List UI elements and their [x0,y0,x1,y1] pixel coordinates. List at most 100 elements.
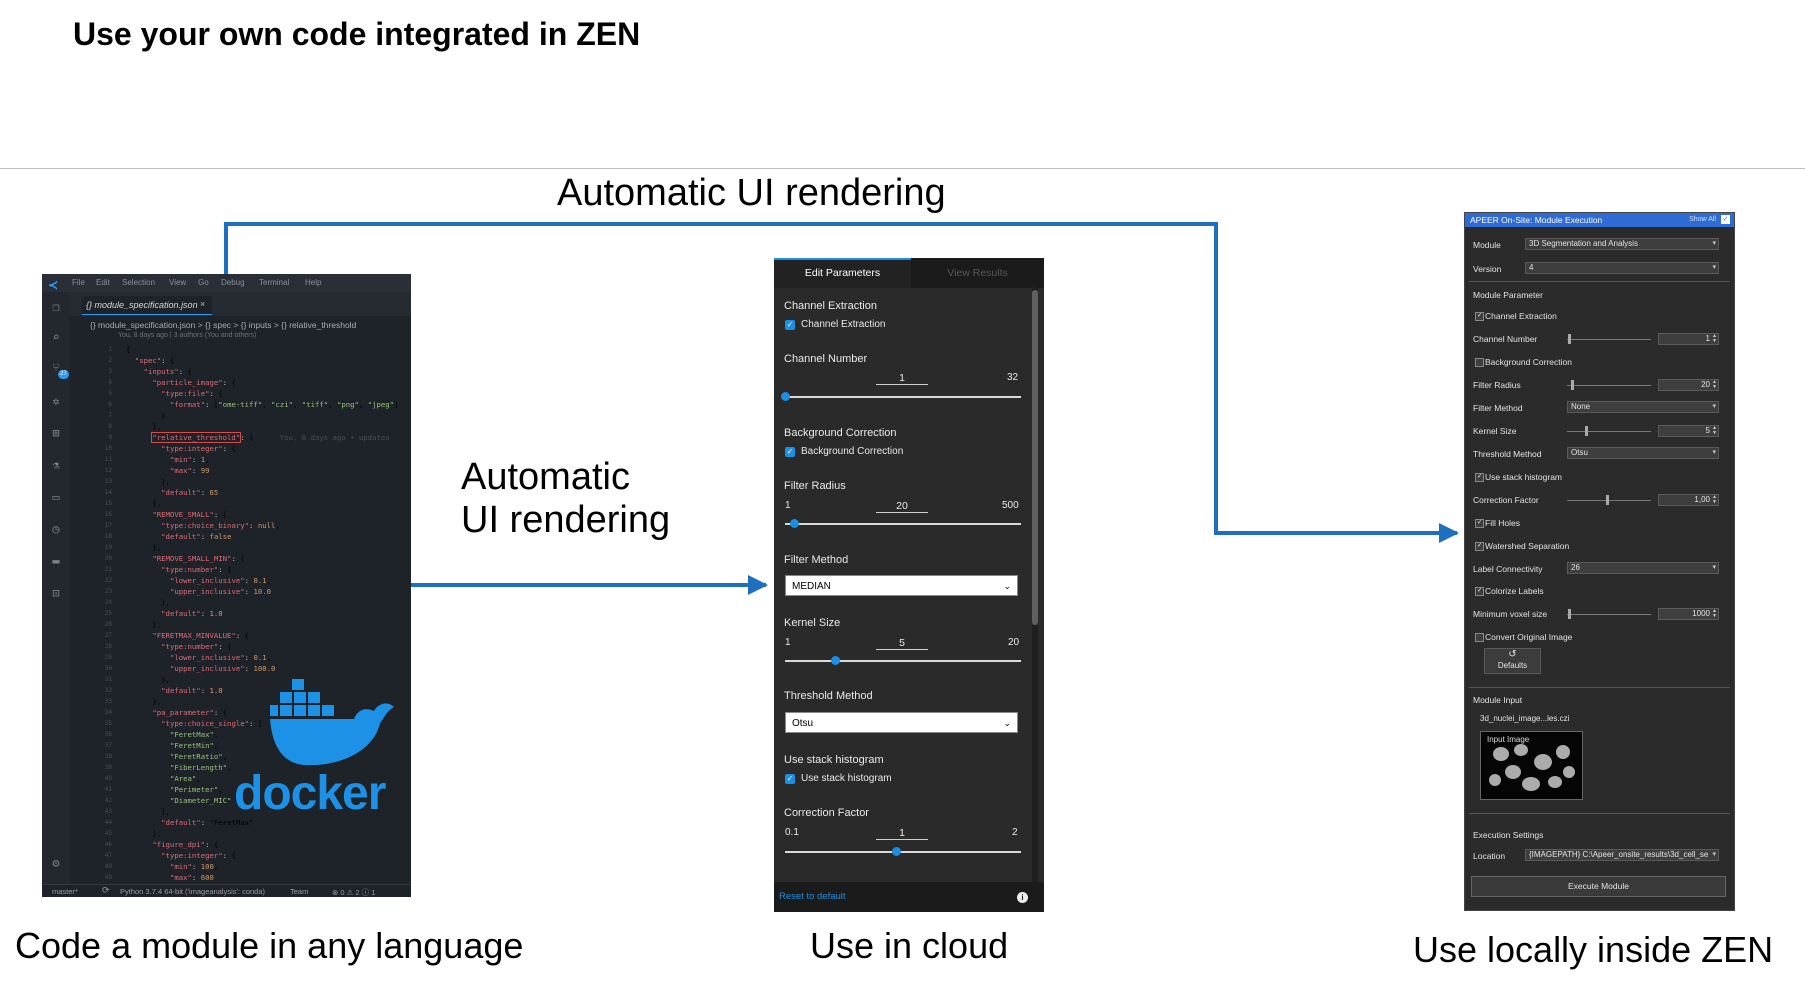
threshold-method-select[interactable]: Otsu ⌄ [785,712,1018,733]
input-image-thumbnail[interactable]: Input Image [1480,731,1583,800]
code-line[interactable]: 23 "upper_inclusive": 10.0 [70,586,411,597]
code-line[interactable]: 2 "spec": { [70,355,411,366]
version-select[interactable]: 4▾ [1525,262,1719,274]
menu-terminal[interactable]: Terminal [259,278,290,287]
use-stack-histogram-checkbox[interactable]: ✓ [785,774,795,784]
menu-selection[interactable]: Selection [122,278,155,287]
channel-number-knob[interactable] [1568,334,1571,344]
explorer-icon[interactable]: ❐ [52,300,60,314]
filter-radius-slider[interactable] [785,523,1021,525]
kernel-size-input[interactable]: 5 [876,637,928,650]
code-line[interactable]: 26 }, [70,619,411,630]
convert-original-checkbox[interactable] [1475,633,1484,642]
spin-arrows-icon[interactable]: ▲▼ [1712,425,1717,436]
fill-holes-checkbox[interactable]: ✓ [1475,519,1484,528]
code-line[interactable]: 21 "type:number": { [70,564,411,575]
channel-number-spinbox[interactable]: 1▲▼ [1658,333,1719,345]
code-line[interactable]: 47 "type:integer": { [70,850,411,861]
code-line[interactable]: 28 "type:number": { [70,641,411,652]
defaults-button[interactable]: ↺ Defaults [1484,648,1541,674]
code-line[interactable]: 22 "lower_inclusive": 0.1, [70,575,411,586]
channel-extraction-checkbox[interactable]: ✓ [785,320,795,330]
source-control-icon[interactable]: ⑂ [52,360,60,374]
breadcrumb[interactable]: {} module_specification.json > {} spec >… [90,320,357,330]
code-line[interactable]: 10 "type:integer": { [70,443,411,454]
code-line[interactable]: 36 "FeretMax", [70,729,411,740]
filter-method-select[interactable]: MEDIAN ⌄ [785,575,1018,596]
code-line[interactable]: 7 } [70,410,411,421]
code-line[interactable]: 42 "Diameter_MIC" [70,795,411,806]
git-graph-icon[interactable]: ◷ [52,522,60,536]
menu-view[interactable]: View [169,278,187,287]
code-line[interactable]: 8 }, [70,421,411,432]
kernel-size-spinbox[interactable]: 5▲▼ [1658,425,1719,437]
filter-radius-slider[interactable] [1567,385,1651,386]
tab-close-icon[interactable]: × [200,299,206,309]
extensions-icon[interactable]: ⊞ [52,426,60,440]
code-line[interactable]: 38 "FeretRatio", [70,751,411,762]
show-all-toggle[interactable]: Show All [1689,216,1716,223]
spin-arrows-icon[interactable]: ▲▼ [1712,379,1717,390]
code-line[interactable]: 4 "particle_image": { [70,377,411,388]
reset-to-default-link[interactable]: Reset to default [779,891,846,902]
threshold-method-select[interactable]: Otsu▾ [1567,447,1719,459]
background-correction-checkbox[interactable]: ✓ [785,447,795,457]
docker-icon[interactable]: ▬ [52,554,60,568]
status-python[interactable]: Python 3.7.4 64-bit ('imageanalysis': co… [120,887,266,896]
code-line[interactable]: 20 "REMOVE_SMALL_MIN": { [70,553,411,564]
code-line[interactable]: 49 "max": 600 [70,872,411,883]
background-correction-checkbox[interactable] [1475,358,1484,367]
code-editor[interactable]: 1{2 "spec": {3 "inputs": {4 "particle_im… [70,344,411,883]
kernel-size-slider[interactable] [1567,431,1651,432]
code-line[interactable]: 29 "lower_inclusive": 0.1, [70,652,411,663]
correction-factor-input[interactable]: 1 [876,827,928,840]
execute-module-button[interactable]: Execute Module [1471,876,1726,897]
correction-factor-knob[interactable] [1606,495,1609,505]
menu-go[interactable]: Go [198,278,209,287]
test-flask-icon[interactable]: ⚗ [52,458,60,472]
code-line[interactable]: 32 "default": 1.0 [70,685,411,696]
code-line[interactable]: 41 "Perimeter", [70,784,411,795]
code-line[interactable]: 43 ], [70,806,411,817]
debug-icon[interactable]: ✲ [52,394,60,408]
settings-gear-icon[interactable]: ⚙ [52,856,60,870]
kernel-size-knob[interactable] [830,656,840,665]
code-line[interactable]: 6 "format": ["ome-tiff", "czi", "tiff", … [70,399,411,410]
code-line[interactable]: 11 "min": 1, [70,454,411,465]
code-line[interactable]: 19 }, [70,542,411,553]
code-line[interactable]: 46 "figure_dpi": { [70,839,411,850]
channel-number-input[interactable]: 1 [876,372,928,385]
code-line[interactable]: 18 "default": false [70,531,411,542]
folder-icon[interactable]: ▭ [52,490,60,504]
code-line[interactable]: 9 "relative_threshold": { You, 8 days ag… [70,432,411,443]
correction-factor-slider[interactable] [785,851,1021,853]
min-voxel-slider[interactable] [1567,614,1651,615]
code-line[interactable]: 35 "type:choice_single": [ [70,718,411,729]
code-line[interactable]: 24 }, [70,597,411,608]
code-line[interactable]: 16 "REMOVE_SMALL": { [70,509,411,520]
scrollbar-thumb[interactable] [1032,290,1038,625]
menu-file[interactable]: File [72,278,85,287]
spin-arrows-icon[interactable]: ▲▼ [1712,494,1717,505]
use-stack-histogram-checkbox[interactable]: ✓ [1475,473,1484,482]
location-select[interactable]: {IMAGEPATH} C:\Apeer_onsite_results\3d_c… [1525,849,1719,861]
tab-edit-parameters[interactable]: Edit Parameters [774,258,911,288]
input-file-name[interactable]: 3d_nuclei_image...les.czi [1480,714,1570,723]
remote-icon[interactable]: ⊡ [52,586,60,600]
code-line[interactable]: 13 }, [70,476,411,487]
code-line[interactable]: 33 }, [70,696,411,707]
code-line[interactable]: 39 "FiberLength", [70,762,411,773]
module-select[interactable]: 3D Segmentation and Analysis▾ [1525,238,1719,250]
code-line[interactable]: 15 }, [70,498,411,509]
correction-factor-spinbox[interactable]: 1,00▲▼ [1658,494,1719,506]
label-connectivity-select[interactable]: 26▾ [1567,562,1719,574]
code-line[interactable]: 3 "inputs": { [70,366,411,377]
filter-radius-spinbox[interactable]: 20▲▼ [1658,379,1719,391]
correction-factor-knob[interactable] [891,847,901,856]
code-line[interactable]: 45 }, [70,828,411,839]
channel-extraction-checkbox[interactable]: ✓ [1475,312,1484,321]
code-line[interactable]: 25 "default": 1.0 [70,608,411,619]
editor-tab[interactable]: {} module_specification.json × [82,296,212,315]
filter-radius-knob[interactable] [1571,380,1574,390]
code-line[interactable]: 27 "FERETMAX_MINVALUE": { [70,630,411,641]
